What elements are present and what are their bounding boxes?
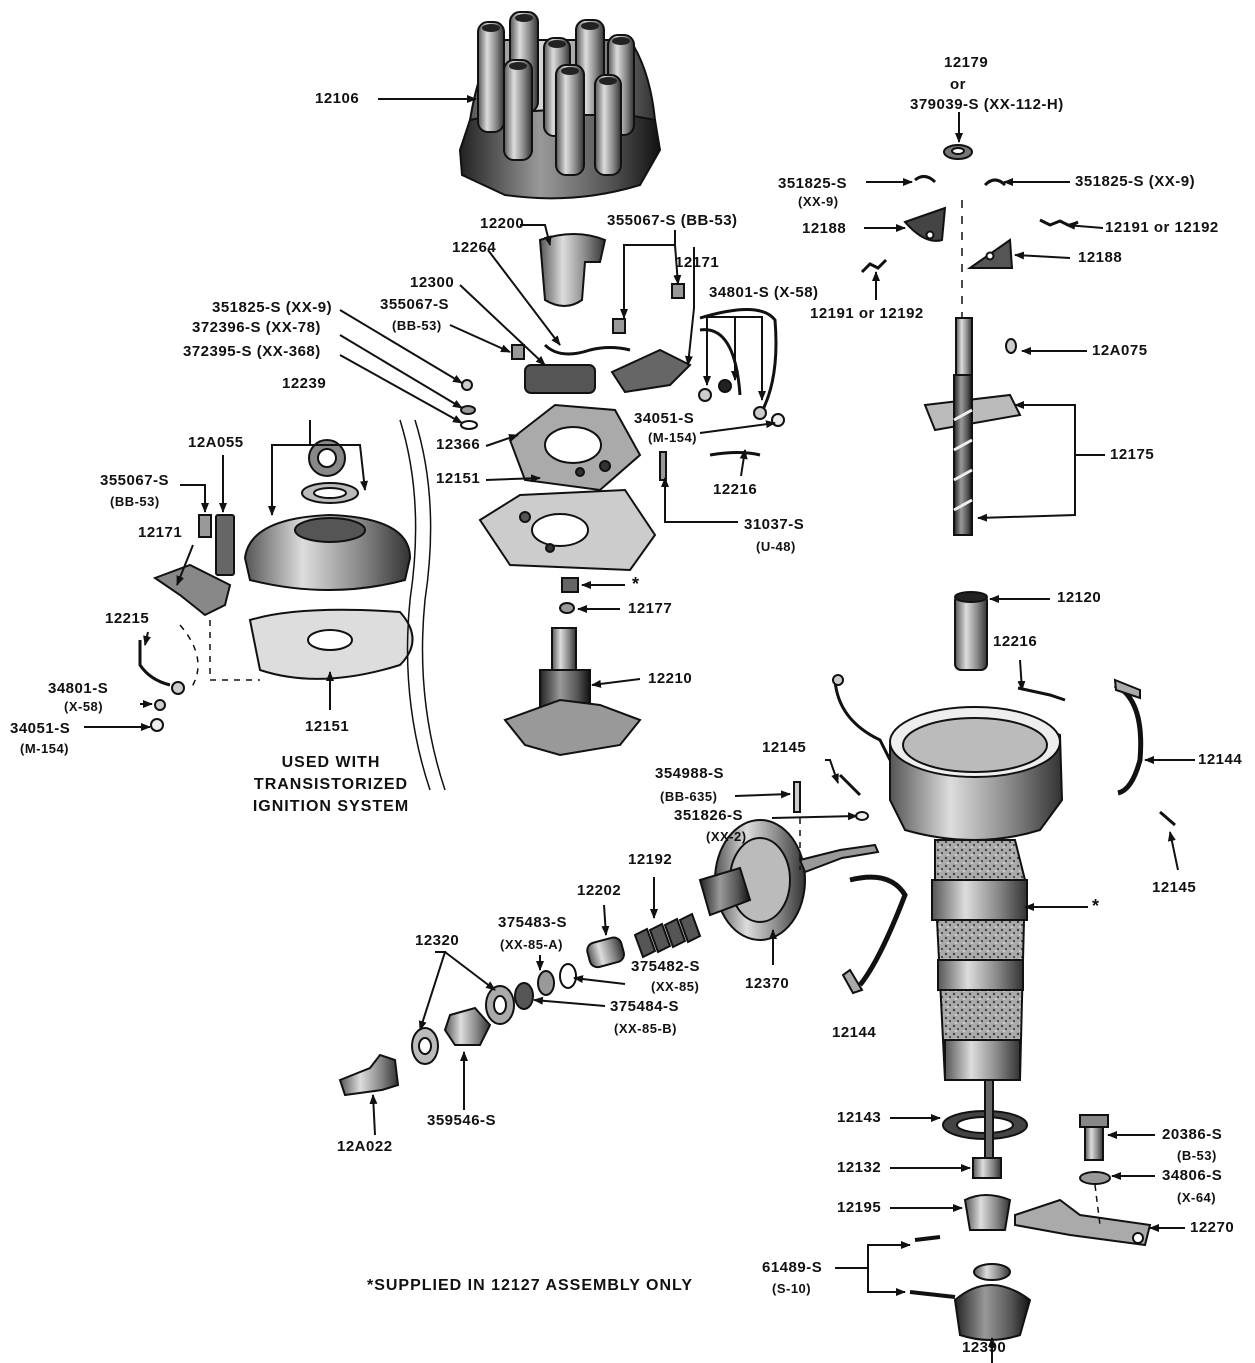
label-nut-lead-sub: (M-154) [648, 430, 698, 445]
label-cam: 12210 [648, 670, 693, 687]
label-screw-vac: 354988-S [655, 765, 725, 782]
label-washer-a: 372396-S (XX-78) [192, 319, 321, 336]
label-screw-cond: 355067-S [380, 296, 450, 313]
label-washer-small: 12177 [628, 600, 673, 617]
label-vacuum: 12370 [745, 975, 790, 992]
advance-weights-group [860, 144, 1079, 536]
label-clip-left: 351825-S [778, 175, 848, 192]
label-trans-clip: 34801-S [48, 680, 109, 697]
label-trans-nut-sub: (M-154) [20, 741, 70, 756]
label-spring-right: 12191 or 12192 [1105, 219, 1219, 236]
breaker-assembly [460, 233, 785, 757]
label-screw-base-sub: (U-48) [756, 539, 796, 554]
label-screw-cond-sub: (BB-53) [392, 318, 442, 333]
label-pin-screw: 12145 [762, 739, 807, 756]
label-fitting: 12A022 [337, 1138, 393, 1155]
label-stop: 12202 [577, 882, 622, 899]
distributor-cap [458, 11, 662, 200]
label-spring-left: 12191 or 12192 [810, 305, 924, 322]
label-trans-ring: 12239 [282, 375, 327, 392]
label-clamp-right: 12144 [1198, 751, 1243, 768]
label-screw-vac-sub: (BB-635) [660, 789, 718, 804]
label-roll-pins-sub: (S-10) [772, 1281, 812, 1296]
label-oil-seal: 12143 [837, 1109, 882, 1126]
label-weight-right: 12188 [1078, 249, 1123, 266]
transistorized-note-line: USED WITH [281, 754, 381, 771]
label-nut-lead: 34051-S [634, 410, 695, 427]
label-trans-clip-sub: (X-58) [64, 699, 104, 714]
label-clip-vac: 351826-S [674, 807, 744, 824]
label-trans-plate: 12151 [305, 718, 350, 735]
label-clip-right: 351825-S (XX-9) [1075, 173, 1196, 190]
label-gear: 12390 [962, 1339, 1007, 1356]
label-cap: 12106 [315, 90, 360, 107]
label-top-ring-alt: 379039-S (XX-112-H) [910, 96, 1064, 113]
label-trans-screw: 355067-S [100, 472, 170, 489]
label-shaft: 12175 [1110, 446, 1155, 463]
label-washer-b: 372395-S (XX-368) [183, 343, 321, 360]
label-bolt-sub: (B-53) [1177, 1148, 1217, 1163]
label-clip-vac-sub: (XX-2) [706, 829, 747, 844]
label-bushing-top: 12120 [1057, 589, 1102, 606]
label-washer-e: 375484-S [610, 998, 680, 1015]
label-clamp-left: 12144 [832, 1024, 877, 1041]
label-lock-washer: 34806-S [1162, 1167, 1223, 1184]
label-roll-pins: 61489-S [762, 1259, 823, 1276]
label-washer-c: 375483-S [498, 914, 568, 931]
label-collar: 12195 [837, 1199, 882, 1216]
label-plate-upper: 12366 [436, 436, 481, 453]
label-clamp-hold: 12270 [1190, 1219, 1235, 1236]
label-rotor: 12200 [480, 215, 525, 232]
label-clip-left-sub: (XX-9) [798, 194, 839, 209]
label-washer-d: 375482-S [631, 958, 701, 975]
label-weight-left: 12188 [802, 220, 847, 237]
label-grommet: 12216 [713, 481, 758, 498]
label-nut-fitting: 359546-S [427, 1112, 497, 1129]
label-top-ring: 12179 [944, 54, 989, 71]
label-pin-right: 12145 [1152, 879, 1197, 896]
label-trans-nut: 34051-S [10, 720, 71, 737]
label-wire-housing: 12216 [993, 633, 1038, 650]
label-screw-base: 31037-S [744, 516, 805, 533]
leader-lines [84, 95, 1195, 1363]
transistorized-note-line: TRANSISTORIZED [253, 776, 409, 793]
transistorized-group [138, 419, 446, 791]
label-bushing-low: 12132 [837, 1159, 882, 1176]
label-screw-top: 355067-S (BB-53) [607, 212, 738, 229]
label-trans-points: 12171 [138, 524, 183, 541]
label-plate-lower: 12151 [436, 470, 481, 487]
distributor-housing [832, 591, 1176, 1341]
label-pin: 12A075 [1092, 342, 1148, 359]
label-gasket-pair: 12320 [415, 932, 460, 949]
label-lock-washer-sub: (X-64) [1177, 1190, 1217, 1205]
label-trans-wire: 12215 [105, 610, 150, 627]
label-washer-c-sub: (XX-85-A) [500, 937, 564, 952]
label-trans-screw-sub: (BB-53) [110, 494, 160, 509]
transistorized-note: USED WITH TRANSISTORIZED IGNITION SYSTEM [226, 752, 436, 818]
vacuum-advance-group [338, 781, 880, 1097]
label-housing-star: * [1092, 896, 1100, 916]
label-spring-vac: 12192 [628, 851, 673, 868]
label-clip-leads: 34801-S (X-58) [709, 284, 819, 301]
label-bolt: 20386-S [1162, 1126, 1223, 1143]
label-star: * [632, 574, 640, 594]
label-washer-d-sub: (XX-85) [651, 979, 700, 994]
label-lock-ring: 351825-S (XX-9) [212, 299, 333, 316]
footnote: *SUPPLIED IN 12127 ASSEMBLY ONLY [366, 1277, 694, 1294]
label-points: 12171 [675, 254, 720, 271]
label-washer-e-sub: (XX-85-B) [614, 1021, 678, 1036]
label-top-or: or [950, 76, 966, 93]
label-wire: 12264 [452, 239, 497, 256]
label-condenser: 12300 [410, 274, 455, 291]
label-trans-block: 12A055 [188, 434, 244, 451]
transistorized-note-line: IGNITION SYSTEM [252, 798, 410, 815]
